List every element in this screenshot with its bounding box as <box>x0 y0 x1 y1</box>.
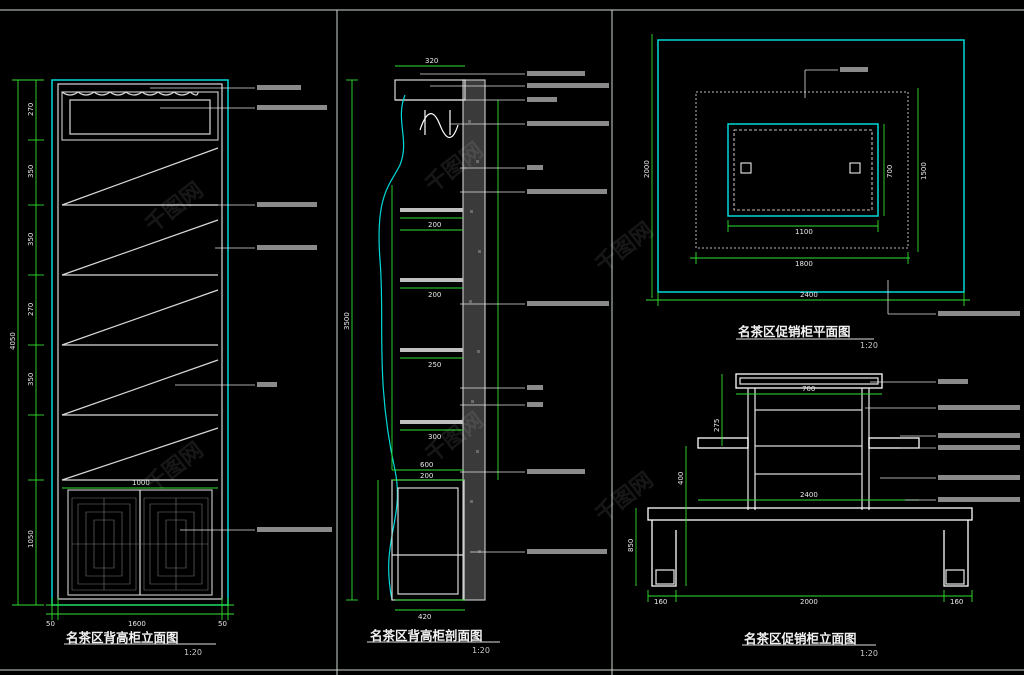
dim-d1-left-1: 350 <box>27 165 35 178</box>
lattice-panel <box>71 497 209 591</box>
leaders-plan <box>804 69 936 315</box>
drawing-scale-plan: 1:20 <box>860 341 878 350</box>
dim-d1-left-4: 350 <box>27 373 35 386</box>
dim-d4-left-2: 850 <box>627 539 635 552</box>
dim-d4-bottom-0: 160 <box>654 598 667 606</box>
dim-d4-left-1: 400 <box>677 472 685 485</box>
dim-d2-shelf-0: 200 <box>428 221 441 229</box>
dims-elevation <box>12 79 234 620</box>
plan-frame <box>657 39 965 293</box>
dim-d1-bottom-1: 1600 <box>128 620 146 628</box>
drawing-scale-promo: 1:20 <box>860 649 878 658</box>
dim-d2-base-0: 600 <box>420 461 433 469</box>
dim-d2-base-1: 200 <box>420 472 433 480</box>
dim-d1-left-0: 270 <box>27 103 35 116</box>
dim-d1-bottom-2: 50 <box>218 620 227 628</box>
dim-d4-mid: 2400 <box>800 491 818 499</box>
dim-d4-left-0: 275 <box>713 419 721 432</box>
dim-d3-inner: 1100 <box>795 228 813 236</box>
dim-d4-top: 700 <box>802 385 815 393</box>
dim-text-elevation: 50 1600 50 1000 270 350 350 270 350 1050… <box>9 103 227 628</box>
dim-d2-shelf-3: 300 <box>428 433 441 441</box>
drawing-scale-section: 1:20 <box>472 646 490 655</box>
dim-d2-shelf-2: 250 <box>428 361 441 369</box>
sheet-frames <box>0 9 1024 675</box>
dim-d2-base-2: 420 <box>418 613 431 621</box>
dim-d4-bottom-2: 160 <box>950 598 963 606</box>
section-cabinet <box>378 79 486 601</box>
dim-d2-top: 320 <box>425 57 438 65</box>
hatch-wall <box>468 120 481 553</box>
dim-text-promo: 700 2400 160 2000 160 275 400 850 <box>627 385 963 606</box>
dim-d3-mid: 1800 <box>795 260 813 268</box>
dim-d3-outer: 2400 <box>800 291 818 299</box>
dim-d1-left-6: 4050 <box>9 332 17 350</box>
elevation-cabinet <box>51 79 229 606</box>
drawing-scale-elevation: 1:20 <box>184 648 202 657</box>
drawing-title-section: 名茶区背高柜剖面图 <box>370 628 483 643</box>
dim-d2-shelf-1: 200 <box>428 291 441 299</box>
dim-d3-h-outer: 2000 <box>643 160 651 178</box>
dim-d3-h-core: 700 <box>886 165 894 178</box>
dim-d1-left-5: 1050 <box>27 530 35 548</box>
drawing-title-promo: 名茶区促销柜立面图 <box>744 631 857 646</box>
promo-cabinet <box>647 373 973 587</box>
note-bars-plan <box>840 67 1020 316</box>
dim-d4-bottom-1: 2000 <box>800 598 818 606</box>
leaders-promo <box>865 381 936 501</box>
leaders-section <box>420 73 525 553</box>
note-bars-elevation <box>257 85 332 532</box>
dim-d1-left-3: 270 <box>27 303 35 316</box>
drawing-title-elevation: 名茶区背高柜立面图 <box>66 630 179 645</box>
leaders-elevation <box>150 87 255 531</box>
dim-d1-left-2: 350 <box>27 233 35 246</box>
dims-section <box>346 65 499 611</box>
section-shelves <box>400 208 463 424</box>
dim-d3-h-inner: 1500 <box>920 162 928 180</box>
note-bars-promo <box>938 379 1020 502</box>
note-bars-section <box>527 71 609 554</box>
dim-d2-height: 3500 <box>343 312 351 330</box>
dims-plan <box>646 34 970 306</box>
dim-d1-inner: 1000 <box>132 479 150 487</box>
drawing-title-plan: 名茶区促销柜平面图 <box>738 324 851 339</box>
dim-text-plan: 2400 1800 1100 2000 1500 700 <box>643 160 928 299</box>
dim-text-section: 320 200 200 250 300 600 200 420 3500 <box>343 57 441 621</box>
dim-d1-bottom-0: 50 <box>46 620 55 628</box>
dims-promo <box>635 374 973 602</box>
title-underlines <box>64 338 876 646</box>
